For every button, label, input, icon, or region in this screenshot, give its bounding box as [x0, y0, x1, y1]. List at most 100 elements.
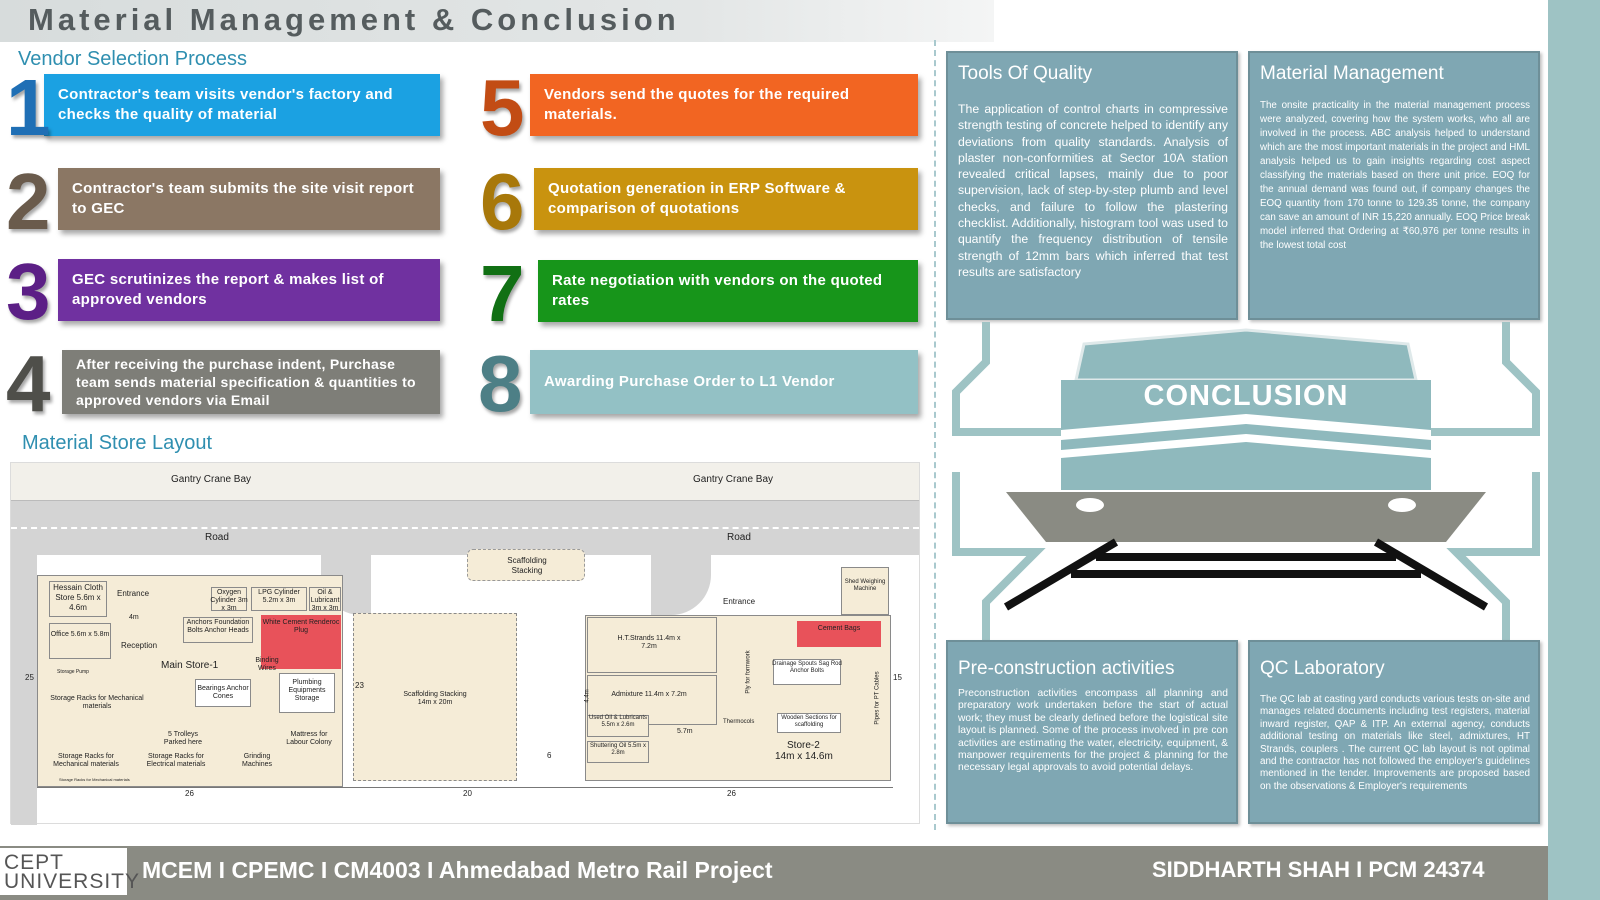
dim-15: 15: [893, 673, 902, 682]
step-number-6: 6: [480, 157, 525, 246]
scaffolding-top-label: Scaffolding Stacking: [507, 556, 547, 575]
hessain-store: [49, 581, 107, 617]
step-number-2: 2: [6, 157, 51, 246]
train-roof: [1074, 328, 1418, 382]
right-side-band: [1548, 0, 1600, 900]
train-stripe-2: [1061, 434, 1431, 458]
vendor-step-5: Vendors send the quotes for the required…: [530, 74, 918, 136]
pipes-label: Pipes for PT Cables: [874, 671, 881, 725]
shed-label: Shed Weighing Machine: [844, 579, 886, 592]
binding-label: Binding Wires: [255, 657, 279, 672]
shuttering-label: Shuttering Oil 5.5m x 2.8m: [589, 743, 647, 756]
conclusion-label: CONCLUSION: [1143, 380, 1349, 412]
store-layout-plan: Gantry Crane Bay Gantry Crane Bay Road R…: [10, 462, 920, 825]
used-oil-label: Used Oil & Lubricants 5.5m x 2.6m: [588, 715, 648, 728]
step-number-1: 1: [6, 63, 51, 152]
dim-26a: 26: [185, 789, 194, 798]
drainage-label: Drainage Spouts Sag Rod Anchor Bolts: [772, 661, 842, 674]
step-number-5: 5: [480, 63, 525, 152]
footer-author: SIDDHARTH SHAH I PCM 24374: [1152, 857, 1485, 882]
admixture-label: Admixture 11.4m x 7.2m: [611, 691, 687, 698]
gantry-label-right: Gantry Crane Bay: [693, 474, 774, 485]
logo-line-2: UNIVERSITY: [4, 870, 141, 893]
page-title: Material Management & Conclusion: [28, 2, 680, 37]
dimension-line: [37, 787, 893, 788]
plumbing-room: [279, 673, 335, 713]
scaffolding-mid-area: [353, 613, 517, 781]
oil-room: [309, 587, 341, 611]
vendor-step-1: Contractor's team visits vendor's factor…: [44, 74, 440, 136]
pre-construction-title: Pre-construction activities: [958, 658, 1175, 679]
oxygen-room: [211, 587, 247, 611]
office-label: Office 5.6m x 5.8m: [50, 631, 110, 638]
oxygen-label: Oxygen Cylinder 3m x 3m: [210, 589, 248, 612]
bearings-label: Bearings Anchor Cones: [197, 685, 249, 700]
qc-laboratory-title: QC Laboratory: [1260, 658, 1385, 679]
road-label-left: Road: [205, 532, 229, 543]
ht-strands-label: H.T.Strands 11.4m x 7.2m: [617, 635, 681, 650]
drainage-room: [773, 659, 841, 685]
scaffolding-mid-label: Scaffolding Stacking 14m x 20m: [403, 691, 467, 706]
material-management-title: Material Management: [1260, 63, 1444, 84]
dim-57: 5.7m: [677, 728, 693, 735]
anchors-label: Anchors Foundation Bolts Anchor Heads: [186, 619, 250, 634]
dim-44: 4.4m: [584, 689, 591, 703]
main-store-label: Main Store-1: [161, 660, 219, 671]
white-cement-label: White Cement Renderoc Plug: [262, 619, 340, 634]
step-number-8: 8: [478, 339, 523, 428]
lpg-label: LPG Cylinder 5.2m x 3m: [258, 589, 300, 604]
step-text: After receiving the purchase indent, Pur…: [76, 356, 416, 408]
ht-strands-room: [587, 617, 717, 673]
store-layout-heading: Material Store Layout: [22, 432, 213, 454]
step-text: Rate negotiation with vendors on the quo…: [552, 272, 883, 309]
shed-room: [841, 567, 889, 615]
bearings-room: [195, 679, 251, 707]
racks-elec-label: Storage Racks for Electrical materials: [146, 753, 206, 768]
reception-label: Reception: [121, 641, 158, 650]
logo-line-1: CEPT: [4, 851, 65, 874]
qc-laboratory-body: The QC lab at casting yard conducts vari…: [1260, 694, 1530, 792]
train-stripe-1: [1061, 414, 1431, 440]
plumbing-label: Plumbing Equipments Storage: [288, 679, 326, 702]
oil-label: Oil & Lubricant 3m x 3m: [310, 589, 340, 612]
vendor-step-3: GEC scrutinizes the report & makes list …: [58, 259, 440, 321]
road-label-right: Road: [727, 532, 751, 543]
step-text: Quotation generation in ERP Software & c…: [548, 180, 846, 217]
connector-lines: [952, 322, 1540, 642]
pre-construction-box: Pre-construction activities Preconstruct…: [946, 640, 1238, 824]
headlight-left: [1076, 498, 1104, 512]
step-text: GEC scrutinizes the report & makes list …: [72, 271, 384, 308]
storage-pump-label: Storage Pump: [57, 669, 89, 675]
train-bumper: [1006, 492, 1486, 542]
tools-of-quality-box: Tools Of Quality The application of cont…: [946, 51, 1238, 320]
shuttering-room: [587, 741, 649, 763]
step-number-3: 3: [6, 247, 51, 336]
hessain-label: Hessain Cloth Store 5.6m x 4.6m: [53, 583, 103, 612]
anchors-room: [183, 617, 253, 643]
dim-26b: 26: [727, 789, 736, 798]
mattress-label: Mattress for Labour Colony: [286, 731, 332, 746]
wooden-label: Wooden Sections for scaffolding: [781, 715, 837, 728]
wooden-room: [777, 713, 841, 733]
storage-for-label: Storage Racks for Mechanical materials: [59, 777, 130, 782]
step-number-4: 4: [6, 339, 51, 428]
vendor-step-4: After receiving the purchase indent, Pur…: [62, 350, 440, 414]
gantry-crane-band: [11, 463, 919, 501]
office-room: [49, 623, 111, 659]
entrance-left-label: Entrance: [117, 589, 150, 598]
title-band: [0, 0, 994, 42]
footer-band: [0, 846, 1548, 900]
used-oil-room: [587, 715, 649, 737]
section-divider: [934, 40, 936, 830]
thermocols-label: Thermocols: [723, 719, 755, 725]
cement-bags-label: Cement Bags: [817, 625, 861, 632]
vendor-step-7: Rate negotiation with vendors on the quo…: [538, 260, 918, 322]
trolleys-label: 5 Trolleys Parked here: [163, 731, 203, 746]
dim-20: 20: [463, 789, 472, 798]
train-rails: [1003, 538, 1489, 611]
step-number-7: 7: [480, 249, 525, 338]
headlight-right: [1388, 498, 1416, 512]
vendor-step-6: Quotation generation in ERP Software & c…: [534, 168, 918, 230]
step-text: Contractor's team visits vendor's factor…: [58, 86, 393, 123]
grinding-label: Grinding Machines: [242, 753, 272, 768]
